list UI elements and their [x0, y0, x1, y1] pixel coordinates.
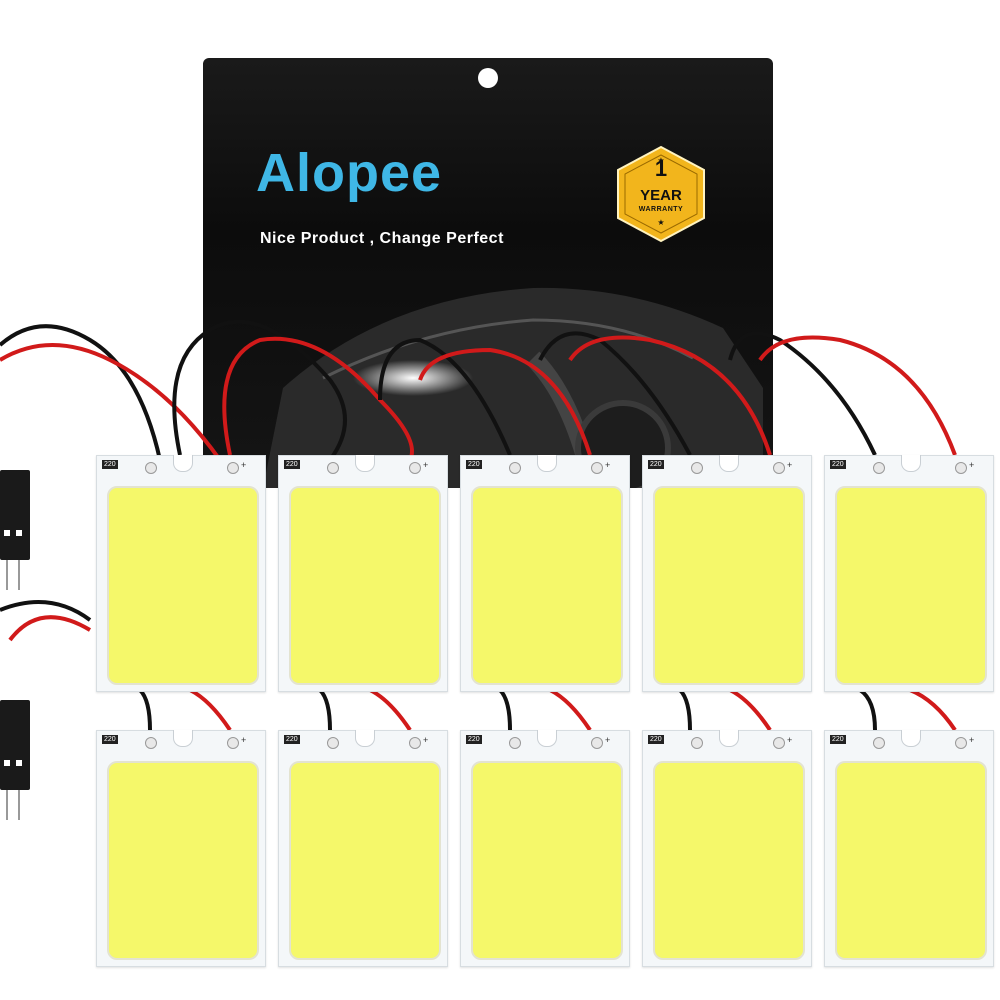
product-package — [203, 58, 773, 488]
connector-pin — [18, 790, 20, 820]
positive-mark: + — [241, 735, 247, 745]
brand-logo: Alopee — [256, 143, 443, 203]
panel-notch — [355, 730, 375, 747]
panel-notch — [173, 455, 193, 472]
panel-label: 220 — [102, 460, 118, 469]
solder-pad — [773, 737, 785, 749]
led-chip — [471, 486, 623, 685]
solder-pad — [955, 462, 967, 474]
positive-mark: + — [241, 460, 247, 470]
panel-label: 220 — [284, 735, 300, 744]
solder-pad — [409, 737, 421, 749]
solder-pad — [327, 462, 339, 474]
solder-pad — [145, 737, 157, 749]
cob-led-panel: 220 + — [460, 455, 630, 692]
led-chip — [835, 486, 987, 685]
panel-notch — [537, 730, 557, 747]
led-chip — [289, 761, 441, 960]
connector-pin — [6, 790, 8, 820]
solder-pad — [955, 737, 967, 749]
positive-mark: + — [605, 735, 611, 745]
panel-notch — [719, 455, 739, 472]
cob-led-panel: 220 + — [96, 730, 266, 967]
positive-mark: + — [423, 460, 429, 470]
solder-pad — [873, 462, 885, 474]
warranty-number: 1 — [654, 156, 668, 181]
solder-pad — [145, 462, 157, 474]
panel-label: 220 — [102, 735, 118, 744]
connector-plug — [0, 470, 30, 560]
solder-pad — [691, 462, 703, 474]
panel-label: 220 — [648, 735, 664, 744]
panel-notch — [173, 730, 193, 747]
hang-hole — [478, 68, 498, 88]
led-chip — [107, 486, 259, 685]
cob-led-panel: 220 + — [824, 730, 994, 967]
positive-mark: + — [605, 460, 611, 470]
solder-pad — [327, 737, 339, 749]
led-chip — [653, 486, 805, 685]
package-tagline: Nice Product , Change Perfect — [260, 230, 504, 247]
solder-pad — [509, 737, 521, 749]
panel-label: 220 — [830, 460, 846, 469]
warranty-badge-icon: ★ ★ — [617, 145, 705, 243]
cob-led-panel: 220 + — [460, 730, 630, 967]
panel-label: 220 — [466, 460, 482, 469]
cob-led-panel: 220 + — [278, 455, 448, 692]
positive-mark: + — [423, 735, 429, 745]
solder-pad — [591, 462, 603, 474]
cob-led-panel: 220 + — [96, 455, 266, 692]
positive-mark: + — [969, 735, 975, 745]
cob-led-panel: 220 + — [278, 730, 448, 967]
cob-led-panel: 220 + — [642, 730, 812, 967]
solder-pad — [873, 737, 885, 749]
warranty-year: YEAR — [640, 187, 682, 204]
panel-notch — [537, 455, 557, 472]
panel-notch — [719, 730, 739, 747]
led-chip — [471, 761, 623, 960]
solder-pad — [591, 737, 603, 749]
connector-plug — [0, 700, 30, 790]
svg-text:★: ★ — [657, 218, 664, 227]
panel-label: 220 — [466, 735, 482, 744]
panel-label: 220 — [648, 460, 664, 469]
warranty-label: WARRANTY — [638, 206, 684, 213]
connector-pin — [6, 560, 8, 590]
panel-notch — [355, 455, 375, 472]
solder-pad — [773, 462, 785, 474]
solder-pad — [691, 737, 703, 749]
solder-pad — [227, 462, 239, 474]
svg-text:★: ★ — [657, 156, 664, 165]
positive-mark: + — [787, 735, 793, 745]
cob-led-panel: 220 + — [642, 455, 812, 692]
led-chip — [289, 486, 441, 685]
solder-pad — [409, 462, 421, 474]
panel-notch — [901, 730, 921, 747]
panel-label: 220 — [830, 735, 846, 744]
led-chip — [835, 761, 987, 960]
solder-pad — [227, 737, 239, 749]
positive-mark: + — [787, 460, 793, 470]
connector-pin — [18, 560, 20, 590]
cob-led-panel: 220 + — [824, 455, 994, 692]
panel-label: 220 — [284, 460, 300, 469]
panel-notch — [901, 455, 921, 472]
led-chip — [107, 761, 259, 960]
solder-pad — [509, 462, 521, 474]
positive-mark: + — [969, 460, 975, 470]
led-chip — [653, 761, 805, 960]
